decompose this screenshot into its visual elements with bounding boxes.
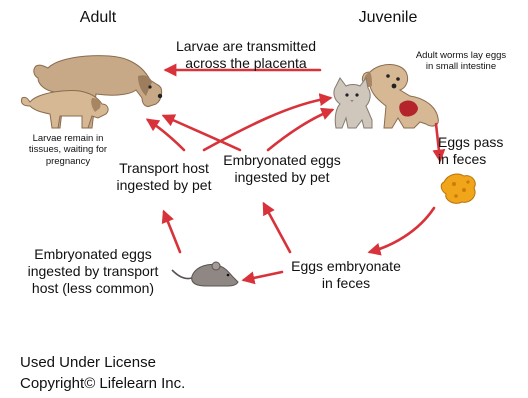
label-embryonated-pet: Embryonated eggs ingested by pet [218, 152, 346, 186]
mouse-icon [172, 262, 238, 286]
arrow-pet-to-juvenile [268, 110, 332, 150]
credit-copyright: Copyright© Lifelearn Inc. [20, 375, 185, 392]
kitten-icon [334, 78, 372, 128]
label-eggs-embryonate: Eggs embryonate in feces [276, 258, 416, 292]
arrow-embryonate-to-pet [264, 204, 290, 252]
label-eggs-pass: Eggs pass in feces [438, 134, 526, 168]
heading-juvenile: Juvenile [348, 8, 428, 28]
credit-license: Used Under License [20, 354, 156, 371]
label-transport-host: Transport host ingested by pet [104, 160, 224, 194]
label-placenta: Larvae are transmitted across the placen… [162, 38, 330, 72]
arrow-pet-to-adult [164, 116, 240, 150]
arrow-transport-to-adult [148, 120, 184, 150]
egg-mass-icon [441, 174, 475, 203]
label-embryonated-transport: Embryonated eggs ingested by transport h… [14, 246, 172, 297]
label-adult-worms: Adult worms lay eggs in small intestine [402, 50, 520, 73]
juvenile-puppy-icon [362, 65, 438, 129]
arrow-feces-to-embryonate [370, 208, 434, 252]
label-larvae-remain: Larvae remain in tissues, waiting for pr… [18, 133, 118, 167]
heading-adult: Adult [68, 8, 128, 28]
